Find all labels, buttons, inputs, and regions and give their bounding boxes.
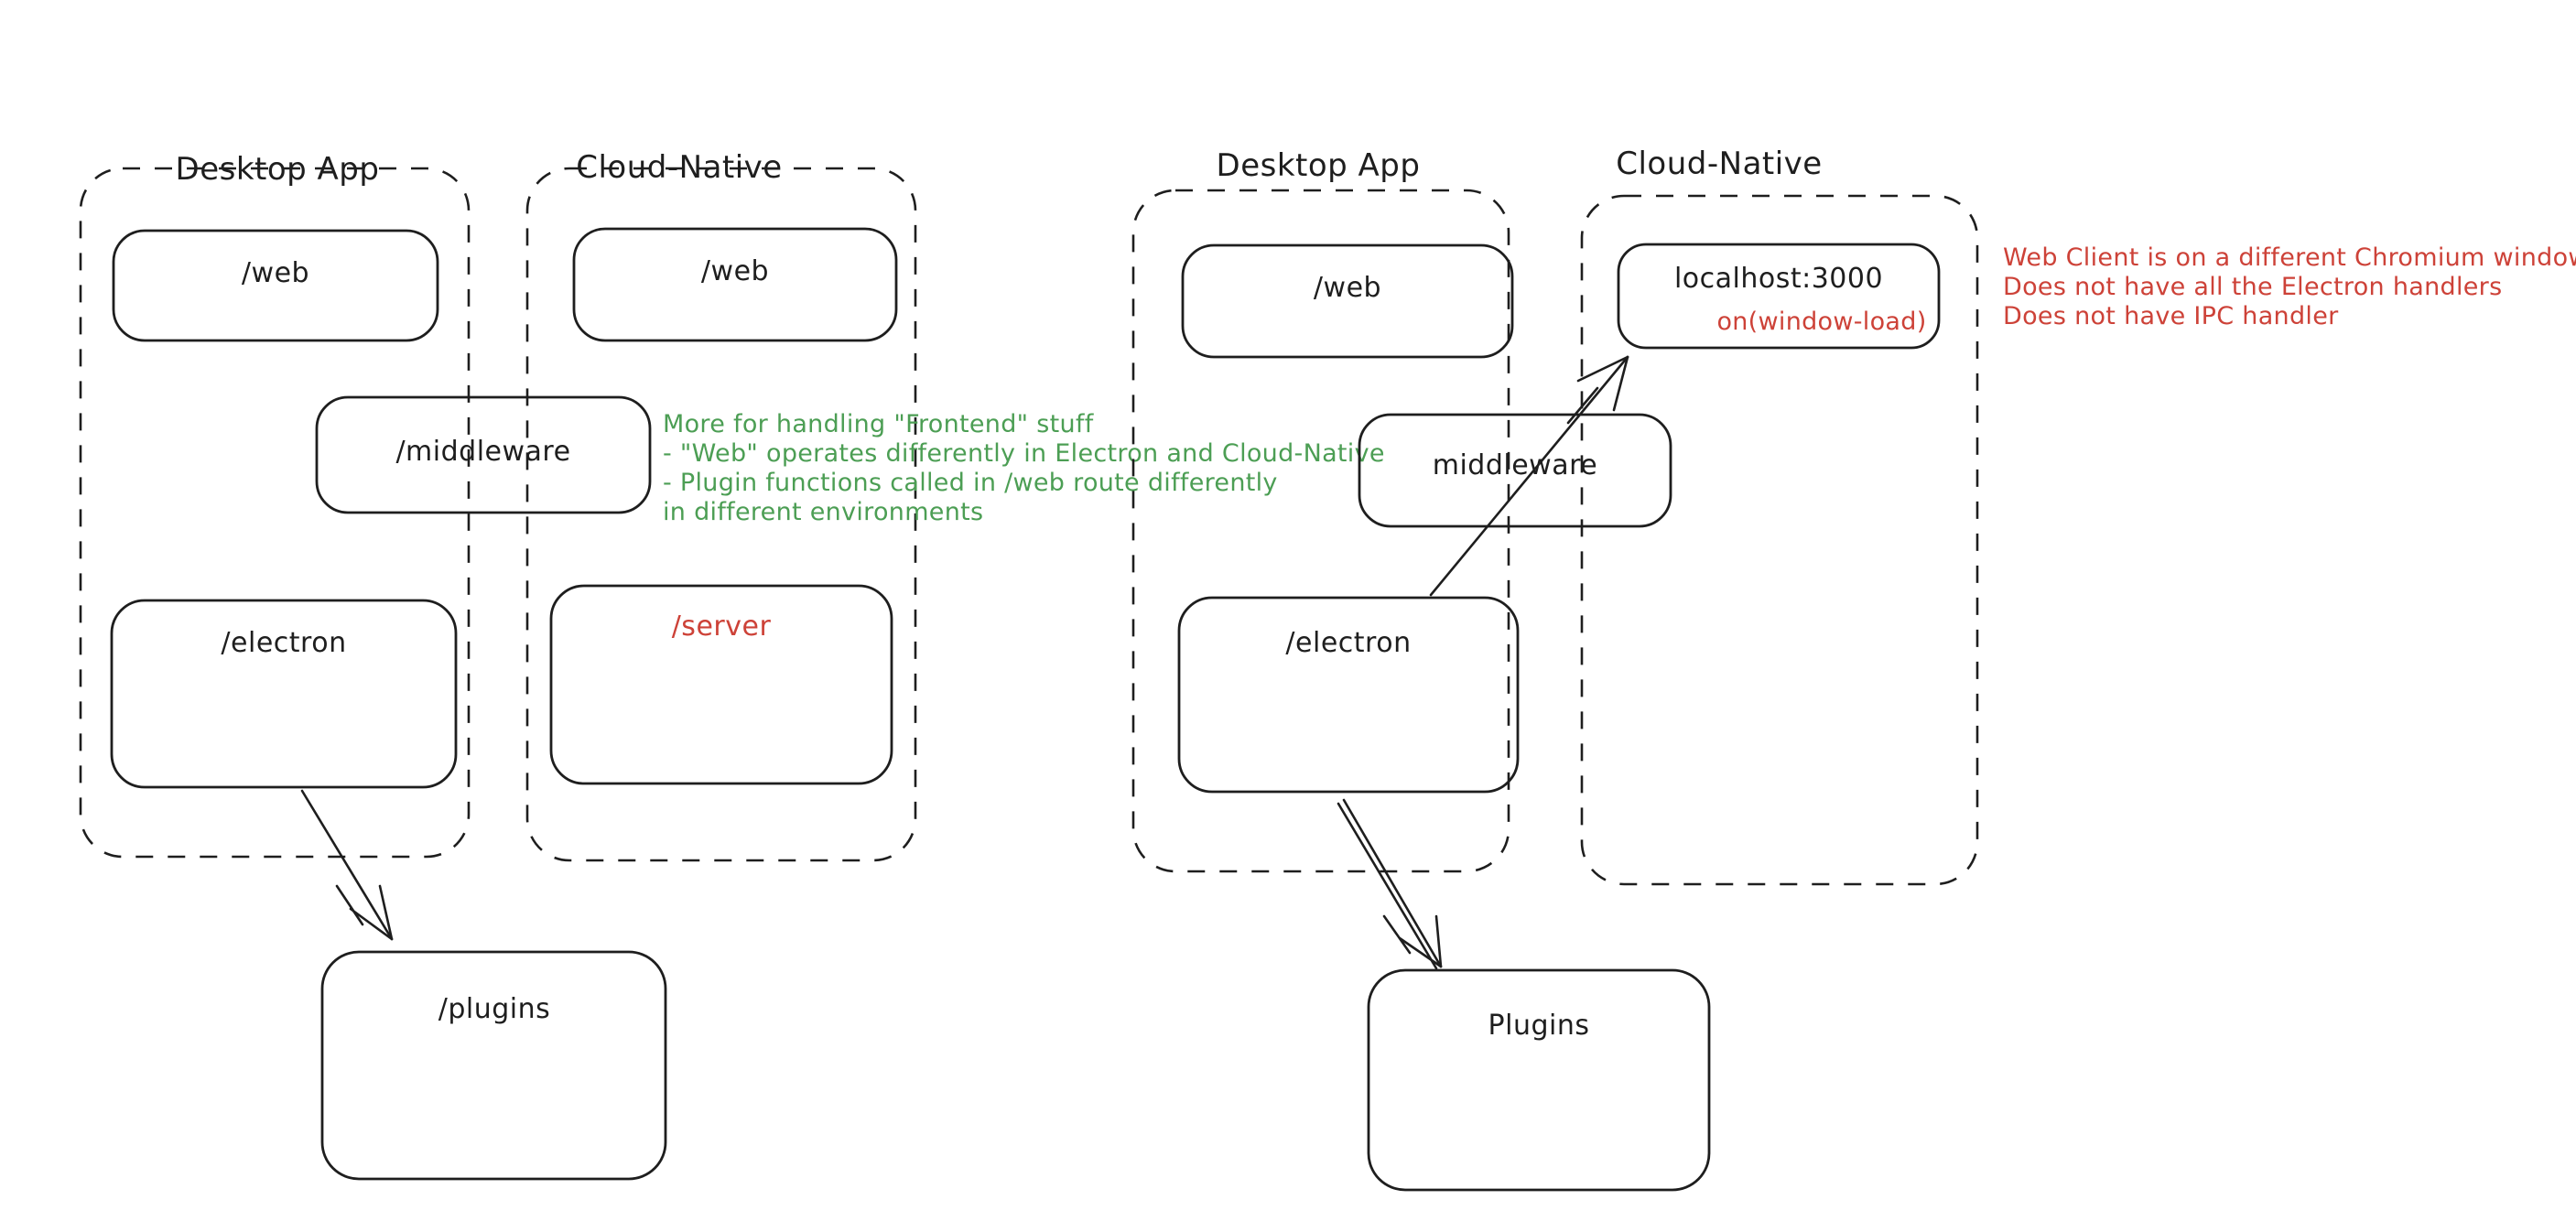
left-plugins-box (320, 950, 667, 1181)
left-server-label: /server (672, 611, 772, 643)
left-web-cloud-label: /web (701, 255, 769, 287)
green-note-line-2: - "Web" operates differently in Electron… (663, 439, 1385, 468)
right-web-desktop-label: /web (1314, 272, 1381, 304)
right-electron-to-plugins-arrow (1337, 798, 1443, 970)
right-localhost-box (1617, 243, 1941, 350)
right-cloud-container (1580, 194, 1979, 886)
right-electron-to-localhost-arrow (1429, 355, 1629, 597)
left-web-desktop-label: /web (242, 257, 309, 289)
left-web-desktop-box (112, 229, 439, 342)
right-electron-box (1177, 596, 1520, 794)
left-desktop-container (79, 167, 471, 859)
left-electron-to-plugins-arrow (300, 789, 394, 941)
green-note-line-4: in different environments (663, 498, 983, 526)
left-electron-label: /electron (221, 627, 346, 659)
left-desktop-title: Desktop App (176, 151, 380, 188)
left-electron-box (110, 599, 458, 789)
left-middleware-label: /middleware (395, 436, 570, 468)
red-note-line-3: Does not have IPC handler (2003, 302, 2339, 330)
right-plugins-label: Plugins (1488, 1010, 1590, 1042)
green-note-line-3: - Plugin functions called in /web route … (663, 469, 1278, 497)
green-note-line-1: More for handling "Frontend" stuff (663, 410, 1095, 438)
right-plugins-box (1367, 968, 1711, 1192)
right-window-load-label: on(window-load) (1716, 308, 1926, 336)
right-web-desktop-box (1181, 243, 1514, 359)
red-note-line-1: Web Client is on a different Chromium wi… (2003, 243, 2576, 272)
right-desktop-container (1131, 189, 1510, 873)
right-red-annotation: Web Client is on a different Chromium wi… (2003, 243, 2576, 330)
left-web-cloud-box (572, 227, 898, 342)
right-electron-label: /electron (1285, 627, 1411, 659)
left-plugins-label: /plugins (438, 993, 551, 1025)
left-green-annotation: More for handling "Frontend" stuff - "We… (663, 410, 1385, 526)
right-localhost-label: localhost:3000 (1674, 263, 1883, 295)
right-middleware-box (1358, 413, 1672, 528)
left-server-box (549, 584, 893, 785)
right-middleware-label: middleware (1433, 449, 1598, 481)
red-note-line-2: Does not have all the Electron handlers (2003, 273, 2502, 301)
left-middleware-box (315, 395, 652, 514)
left-cloud-container (525, 167, 917, 862)
right-cloud-title: Cloud-Native (1616, 146, 1822, 182)
right-desktop-title: Desktop App (1217, 147, 1421, 184)
